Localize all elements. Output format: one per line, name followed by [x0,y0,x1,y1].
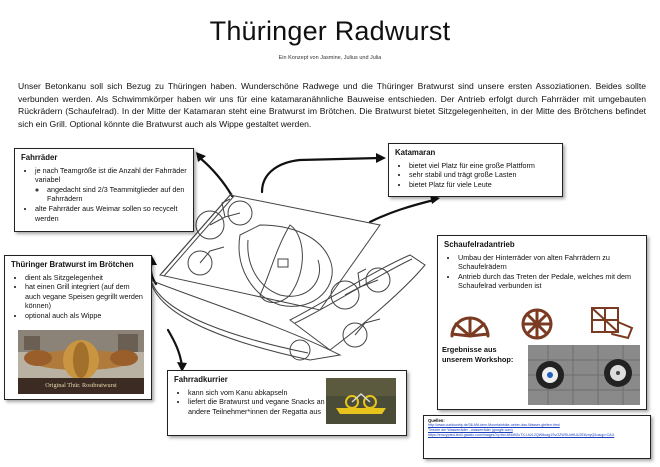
water-bike-photo [326,378,396,424]
katamaran-card: Katamaran bietet viel Platz für eine gro… [388,143,563,197]
list-item: optional auch als Wippe [25,311,145,321]
workshop-photo [528,345,640,405]
source-link[interactable]: Theorie der Wasserräder - wasserräder (g… [428,428,513,432]
list-item: kann sich vom Kanu abkapseln [188,388,328,398]
list-item: je nach Teamgröße ist die Anzahl der Fah… [35,166,187,204]
sausage [259,224,303,303]
catamaran-sketch [149,192,426,361]
page-title: Thüringer Radwurst [209,16,451,46]
schaufelrad-heading: Schaufelradantrieb [444,240,515,249]
intro-paragraph: Unser Betonkanu soll sich Bezug zu Thüri… [18,81,646,129]
bratwurst-photo: Original Thür. Rostbratwurst [18,330,144,394]
source-link[interactable]: https://encrypted-tbn0.gstatic.com/image… [428,433,615,437]
sub-list-item: angedacht sind 2/3 Teammitglieder auf de… [47,185,187,204]
list-item: sehr stabil und trägt große Lasten [409,170,556,180]
list-item: dient als Sitzgelegenheit [25,273,145,283]
page-subtitle: Ein Konzept von Jasmine, Julius und Juli… [278,55,382,61]
list-item: Antrieb durch das Treten der Pedale, wel… [458,272,640,291]
katamaran-heading: Katamaran [395,148,436,157]
bun [238,224,333,307]
workshop-results-label: Ergebnisse aus unserem Workshop: [442,345,514,364]
source-link[interactable]: http://www.outdoortrip.de/36-Mit-dem-Mou… [428,423,560,427]
bratwurst-heading: Thüringer Bratwurst im Brötchen [11,260,134,269]
right-hull [289,254,426,351]
paddle-wheel-2 [521,308,553,340]
list-item: alte Fahrräder aus Weimar sollen so recy… [35,204,187,223]
fahrraeder-card: Fahrräder je nach Teamgröße ist die Anza… [14,148,194,232]
list-item: Umbau der Hinterräder von alten Fahrräde… [458,253,640,272]
paddle-wheel-3 [591,307,634,340]
fahrradkurrier-heading: Fahrradkurrier [174,375,228,384]
list-item: hat einen Grill integriert (auf dem auch… [25,282,145,311]
list-item: bietet viel Platz für eine große Plattfo… [409,161,556,171]
grill-hatch [277,258,289,268]
fahrraeder-heading: Fahrräder [21,153,58,162]
photo-caption: Original Thür. Rostbratwurst [45,382,117,389]
list-item: liefert die Bratwurst und vegane Snacks … [188,397,328,416]
list-item: bietet Platz für viele Leute [409,180,556,190]
left-hull [149,279,342,361]
bike-wheel [195,210,225,240]
paddle-wheel-sketches [450,307,634,340]
paddle-wheel-1 [450,316,490,338]
sources-label: Quellen: [428,418,445,423]
sources-box: Quellen: http://www.outdoortrip.de/36-Mi… [423,415,651,459]
